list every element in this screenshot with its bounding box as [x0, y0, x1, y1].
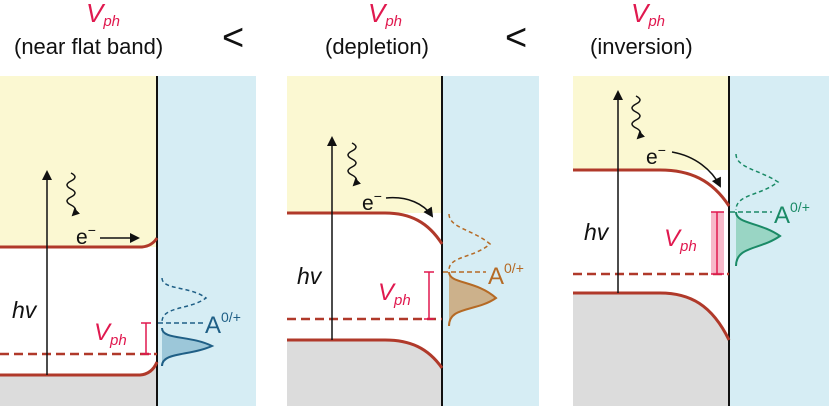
vph-label: V — [664, 225, 682, 252]
svg-text:Vph: Vph — [94, 319, 127, 349]
valence-band-fill — [287, 340, 442, 406]
acceptor-superscript: 0/+ — [790, 199, 810, 215]
acceptor-distribution-filled — [449, 272, 496, 326]
photon-wave — [66, 172, 81, 217]
valence-band-fill — [573, 293, 729, 406]
panel-title-depletion: (depletion) — [325, 34, 429, 59]
vph-bracket — [424, 271, 434, 320]
semiconductor-gap-region — [0, 247, 157, 369]
conduction-band — [0, 237, 159, 249]
acceptor-distribution-empty — [448, 213, 492, 271]
vph-bracket — [141, 322, 151, 355]
hv-label: hv — [297, 263, 323, 289]
header-panel-3: Vph (inversion) — [590, 0, 693, 59]
acceptor-superscript: 0/+ — [221, 309, 241, 325]
electron-superscript: − — [658, 142, 666, 158]
valence-band-fill — [0, 362, 157, 406]
semiconductor-region — [287, 76, 442, 213]
svg-text:Vph: Vph — [86, 0, 120, 30]
electron-superscript: − — [374, 188, 382, 204]
conduction-band — [573, 168, 731, 207]
vph-bracket — [711, 211, 724, 275]
vph-subscript: ph — [102, 13, 120, 30]
electron-label: e — [646, 146, 658, 169]
electron-label: e — [76, 226, 88, 249]
acceptor-distribution-empty — [161, 277, 208, 323]
svg-text:Vph: Vph — [631, 0, 665, 30]
acceptor-label: A — [205, 312, 221, 339]
less-than-symbol-1: < — [222, 17, 244, 59]
vph-label: V — [378, 279, 396, 306]
vph-subscript: ph — [647, 13, 665, 30]
svg-text:Vph: Vph — [378, 279, 411, 309]
svg-text:A0/+: A0/+ — [205, 309, 241, 339]
svg-text:e−: e− — [646, 142, 666, 169]
vph-label-subscript: ph — [393, 292, 411, 309]
panel-title-inversion: (inversion) — [590, 34, 693, 59]
vph-symbol: V — [368, 0, 388, 28]
valence-band — [0, 361, 159, 377]
semiconductor-region — [0, 76, 157, 247]
vph-label-subscript: ph — [109, 332, 127, 349]
electron-label: e — [362, 192, 374, 215]
semiconductor-region — [573, 76, 729, 170]
vph-label-subscript: ph — [679, 238, 697, 255]
acceptor-superscript: 0/+ — [504, 260, 524, 276]
vph-subscript: ph — [384, 13, 402, 30]
electrolyte-region — [442, 76, 539, 406]
conduction-band — [287, 211, 444, 245]
less-than-symbol-2: < — [505, 17, 527, 59]
svg-text:Vph: Vph — [368, 0, 402, 30]
svg-text:Vph: Vph — [664, 225, 697, 255]
svg-text:A0/+: A0/+ — [488, 260, 524, 290]
panel-title-flat-band: (near flat band) — [14, 34, 163, 59]
electron-transfer-arrow — [385, 196, 434, 218]
panel-flat-band: hv e− Vph A0/+ — [0, 76, 256, 406]
valence-band — [573, 291, 731, 341]
acceptor-distribution-filled-outline — [161, 327, 215, 367]
acceptor-distribution-filled — [736, 212, 780, 266]
vph-label: V — [94, 319, 112, 346]
hv-label: hv — [12, 297, 38, 323]
photon-wave — [631, 95, 646, 140]
vph-symbol: V — [86, 0, 106, 28]
hv-label: hv — [584, 219, 610, 245]
header-panel-1: Vph (near flat band) — [14, 0, 163, 59]
electron-superscript: − — [88, 222, 96, 238]
valence-band — [287, 338, 444, 369]
svg-text:e−: e− — [76, 222, 96, 249]
electron-transfer-arrow — [671, 151, 721, 188]
svg-text:e−: e− — [362, 188, 382, 215]
acceptor-distribution-filled-outline — [448, 271, 498, 327]
panel-depletion: hv e− Vph A0/+ — [287, 76, 539, 406]
vph-symbol: V — [631, 0, 651, 28]
panel-inversion: hv e− Vph A0/+ — [573, 76, 829, 406]
header-panel-2: Vph (depletion) — [325, 0, 429, 59]
acceptor-label: A — [488, 263, 504, 290]
acceptor-label: A — [774, 202, 790, 229]
svg-text:A0/+: A0/+ — [774, 199, 810, 229]
acceptor-distribution-empty — [735, 153, 780, 211]
acceptor-distribution-filled-outline — [735, 211, 782, 267]
photon-wave — [347, 142, 362, 187]
